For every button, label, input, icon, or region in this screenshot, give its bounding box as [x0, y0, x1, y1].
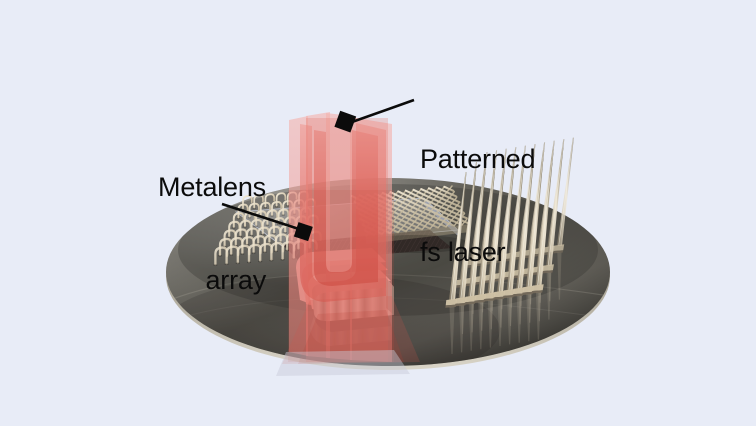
patterned-fs-laser-beam	[276, 112, 420, 376]
label-laser-line2: fs laser	[420, 237, 506, 267]
label-metalens-line2: array	[205, 265, 266, 295]
label-laser-line1: Patterned	[420, 144, 536, 174]
label-metalens-line1: Metalens	[158, 172, 266, 202]
microneedle-array	[445, 137, 574, 354]
leader-line-metalens	[221, 202, 313, 242]
label-patterned-fs-laser: Patterned fs laser	[420, 82, 570, 330]
label-metalens-array: Metalens array	[156, 110, 266, 358]
leader-line-fs-laser	[334, 98, 415, 133]
